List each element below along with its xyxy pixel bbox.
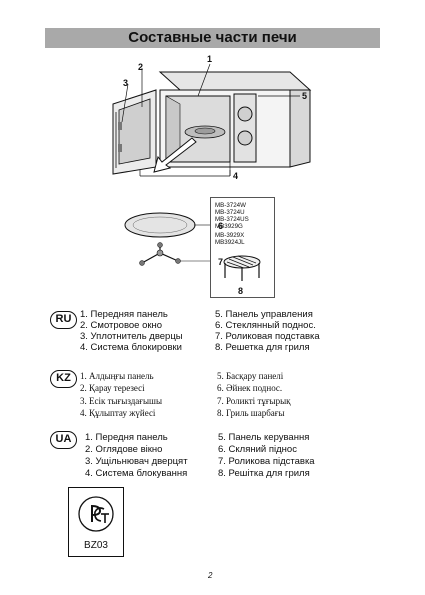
model-label: MB3929G — [215, 223, 243, 230]
model-label: MB-3724US — [215, 216, 249, 223]
model-label: MB-3929X — [215, 232, 245, 239]
list-item: 3. Уплотнитель дверцы — [80, 331, 183, 342]
model-label: MB-3724U — [215, 209, 245, 216]
list-item: 3. Есік тығыздағышы — [80, 395, 163, 406]
list-item: 5. Басқару панелі — [217, 371, 284, 381]
list-item: 3. Ущільнювач дверцят — [85, 456, 188, 467]
gost-logo-icon — [78, 496, 114, 532]
callout-1: 1 — [207, 54, 213, 64]
certification-mark: BZ03 — [68, 487, 124, 557]
list-item: 8. Решітка для гриля — [218, 468, 310, 479]
list-item: 8. Гриль шарбағы — [217, 407, 285, 418]
list-item: 7. Роликова підставка — [218, 456, 315, 467]
lang-badge-ru: RU — [50, 311, 77, 329]
list-item: 1. Передняя панель — [80, 309, 168, 320]
list-item: 4. Құлыптау жүйесі — [80, 407, 156, 418]
callout-7: 7 — [218, 257, 224, 267]
model-label: MB-3724W — [215, 202, 246, 209]
list-item: 1. Алдыңғы панель — [80, 371, 154, 381]
page-number: 2 — [208, 571, 213, 580]
list-item: 6. Стеклянный поднос. — [215, 320, 316, 331]
list-item: 1. Передня панель — [85, 432, 168, 443]
models-box: MB-3724W MB-3724U MB-3724US MB3929G MB-3… — [210, 197, 275, 298]
list-item: 2. Қарау терезесі — [80, 383, 145, 394]
tray-parts-diagram — [124, 212, 210, 266]
list-item: 7. Роликовая подставка — [215, 331, 320, 342]
cert-code: BZ03 — [84, 540, 108, 551]
callout-8: 8 — [238, 286, 244, 296]
parts-list-kz-right: 5. Басқару панелі 6. Әйнек поднос. 7. Ро… — [217, 370, 291, 419]
parts-list-ru-right: 5. Панель управления 6. Стеклянный подно… — [215, 309, 320, 353]
list-item: 6. Әйнек поднос. — [217, 383, 283, 394]
callout-6: 6 — [218, 221, 224, 231]
callout-3: 3 — [123, 78, 129, 88]
callout-5: 5 — [302, 91, 308, 101]
parts-list-ru-left: 1. Передняя панель 2. Смотровое окно 3. … — [80, 309, 183, 353]
list-item: 7. Роликті тұғырық — [217, 395, 291, 406]
list-item: 4. Система блокировки — [80, 342, 182, 353]
lang-badge-kz: KZ — [50, 370, 77, 388]
lang-badge-ua: UA — [50, 431, 77, 449]
list-item: 8. Решетка для гриля — [215, 342, 310, 353]
microwave-diagram — [112, 63, 312, 177]
model-label: MB3924JL — [215, 239, 245, 246]
list-item: 4. Система блокування — [85, 468, 188, 479]
list-item: 2. Оглядове вікно — [85, 444, 163, 455]
parts-list-kz-left: 1. Алдыңғы панель 2. Қарау терезесі 3. Е… — [80, 370, 162, 419]
list-item: 6. Скляний піднос — [218, 444, 297, 455]
grill-rack-diagram — [223, 255, 261, 281]
callout-4: 4 — [233, 171, 239, 181]
page-title: Составные части печи — [45, 28, 380, 48]
list-item: 5. Панель управления — [215, 309, 313, 320]
parts-list-ua-right: 5. Панель керування 6. Скляний піднос 7.… — [218, 432, 315, 480]
callout-2: 2 — [138, 62, 144, 72]
parts-list-ua-left: 1. Передня панель 2. Оглядове вікно 3. У… — [85, 432, 188, 480]
list-item: 2. Смотровое окно — [80, 320, 163, 331]
list-item: 5. Панель керування — [218, 432, 310, 443]
